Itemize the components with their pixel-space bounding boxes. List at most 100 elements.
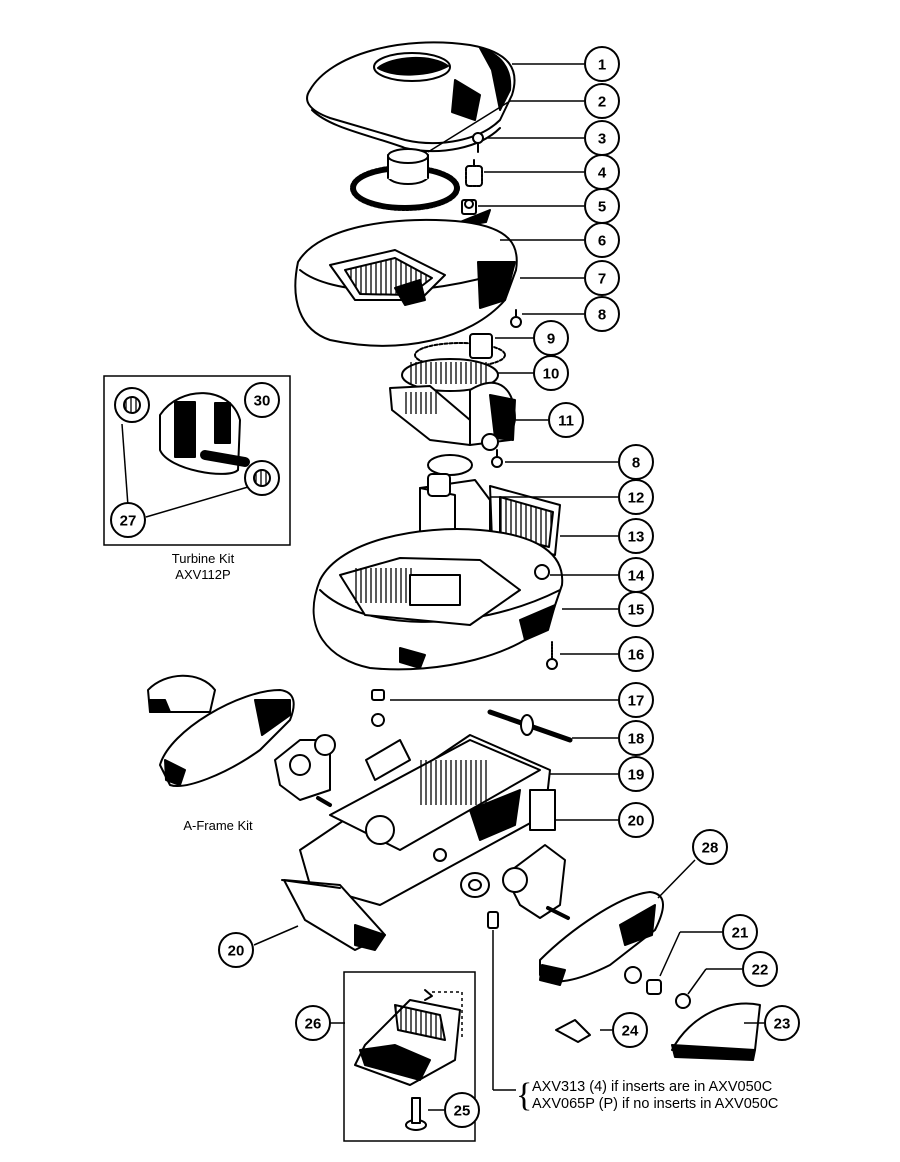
callout-20: 20 (218, 932, 254, 968)
callout-number: 21 (732, 925, 749, 942)
callout-circle (584, 296, 620, 332)
callout-26: 26 (295, 1005, 331, 1041)
callout-19: 19 (618, 756, 654, 792)
callout-number: 10 (543, 366, 560, 383)
callout-circle (618, 479, 654, 515)
callout-circle (722, 914, 758, 950)
callout-number: 30 (254, 393, 271, 410)
turbine-kit-label: Turbine Kit (172, 551, 235, 566)
callout-9: 9 (533, 320, 569, 356)
callout-number: 7 (598, 271, 606, 288)
callout-2: 2 (584, 83, 620, 119)
motor-bracket-part (389, 381, 516, 451)
callout-circle (548, 402, 584, 438)
callout-circle (618, 518, 654, 554)
callout-circle (692, 829, 728, 865)
turbine-kit-box (103, 375, 291, 546)
note-line-1: AXV313 (4) if inserts are in AXV050C (532, 1079, 772, 1095)
callout-number: 26 (305, 1016, 322, 1033)
callout-number: 17 (628, 693, 645, 710)
small-gear-part (465, 159, 483, 187)
lower-body-part (312, 528, 564, 671)
callout-number: 1 (598, 57, 606, 74)
screw-part (487, 911, 499, 929)
callout-12: 12 (618, 479, 654, 515)
callout-circle (244, 382, 280, 418)
callout-10: 10 (533, 355, 569, 391)
callout-number: 20 (628, 813, 645, 830)
callout-28: 28 (692, 829, 728, 865)
callout-25: 25 (444, 1092, 480, 1128)
callout-number: 2 (598, 94, 606, 111)
turbine-kit-parts (114, 387, 280, 496)
note-brace: { (516, 1077, 532, 1114)
callout-16: 16 (618, 636, 654, 672)
callout-number: 8 (598, 307, 606, 324)
callout-number: 16 (628, 647, 645, 664)
callout-20: 20 (618, 802, 654, 838)
callout-circle (618, 756, 654, 792)
callout-circle (764, 1005, 800, 1041)
callout-number: 24 (622, 1023, 639, 1040)
callout-number: 4 (598, 165, 607, 182)
cap-part (675, 993, 691, 1009)
callout-11: 11 (548, 402, 584, 438)
callout-circle (618, 591, 654, 627)
callout-4: 4 (584, 154, 620, 190)
callout-circle (444, 1092, 480, 1128)
callout-circle (584, 83, 620, 119)
callout-circle (742, 951, 778, 987)
callout-14: 14 (618, 557, 654, 593)
callout-22: 22 (742, 951, 778, 987)
callout-15: 15 (618, 591, 654, 627)
screw-part (546, 641, 558, 670)
screw-part (491, 449, 503, 468)
axle-part (487, 709, 573, 743)
brush-holder-part (354, 989, 461, 1086)
callout-number: 23 (774, 1016, 791, 1033)
callout-number: 18 (628, 731, 645, 748)
side-plate-part (283, 789, 556, 951)
callout-number: 25 (454, 1103, 471, 1120)
callout-group: 1234567891011812131415161718192030272028… (110, 46, 800, 1128)
callout-circle (584, 260, 620, 296)
pinion-part (461, 199, 477, 215)
callout-number: 12 (628, 490, 645, 507)
callout-circle (110, 502, 146, 538)
a-frame-kit-parts (147, 674, 336, 807)
callout-21: 21 (722, 914, 758, 950)
callout-circle (618, 802, 654, 838)
bumper-part (671, 1002, 761, 1061)
callout-23: 23 (764, 1005, 800, 1041)
callout-1: 1 (584, 46, 620, 82)
leader-lines (121, 63, 764, 1111)
callout-number: 9 (547, 331, 555, 348)
callout-number: 15 (628, 602, 645, 619)
callout-24: 24 (612, 1012, 648, 1048)
callout-number: 6 (598, 233, 606, 250)
callout-number: 8 (632, 455, 640, 472)
a-frame-kit-label: A-Frame Kit (183, 818, 253, 833)
chassis-part (299, 734, 551, 906)
clip-part (555, 1019, 591, 1043)
callout-number: 20 (228, 943, 245, 960)
wheel-part (460, 844, 570, 920)
callout-number: 11 (558, 413, 574, 430)
callout-circle (295, 1005, 331, 1041)
right-side-track-part (539, 891, 664, 986)
brush-holder-box (343, 971, 476, 1142)
turbine-kit-part-number: AXV112P (175, 567, 230, 582)
callout-number: 3 (598, 131, 606, 148)
callout-17: 17 (618, 682, 654, 718)
gear-assembly-part (401, 333, 506, 392)
callout-number: 27 (120, 513, 137, 530)
callout-circle (584, 46, 620, 82)
callout-circle (584, 222, 620, 258)
skirt-plate-part (281, 879, 341, 889)
callout-30: 30 (244, 382, 280, 418)
callout-number: 13 (628, 529, 645, 546)
callout-circle (218, 932, 254, 968)
washer-screw-part (624, 966, 662, 995)
callout-13: 13 (618, 518, 654, 554)
